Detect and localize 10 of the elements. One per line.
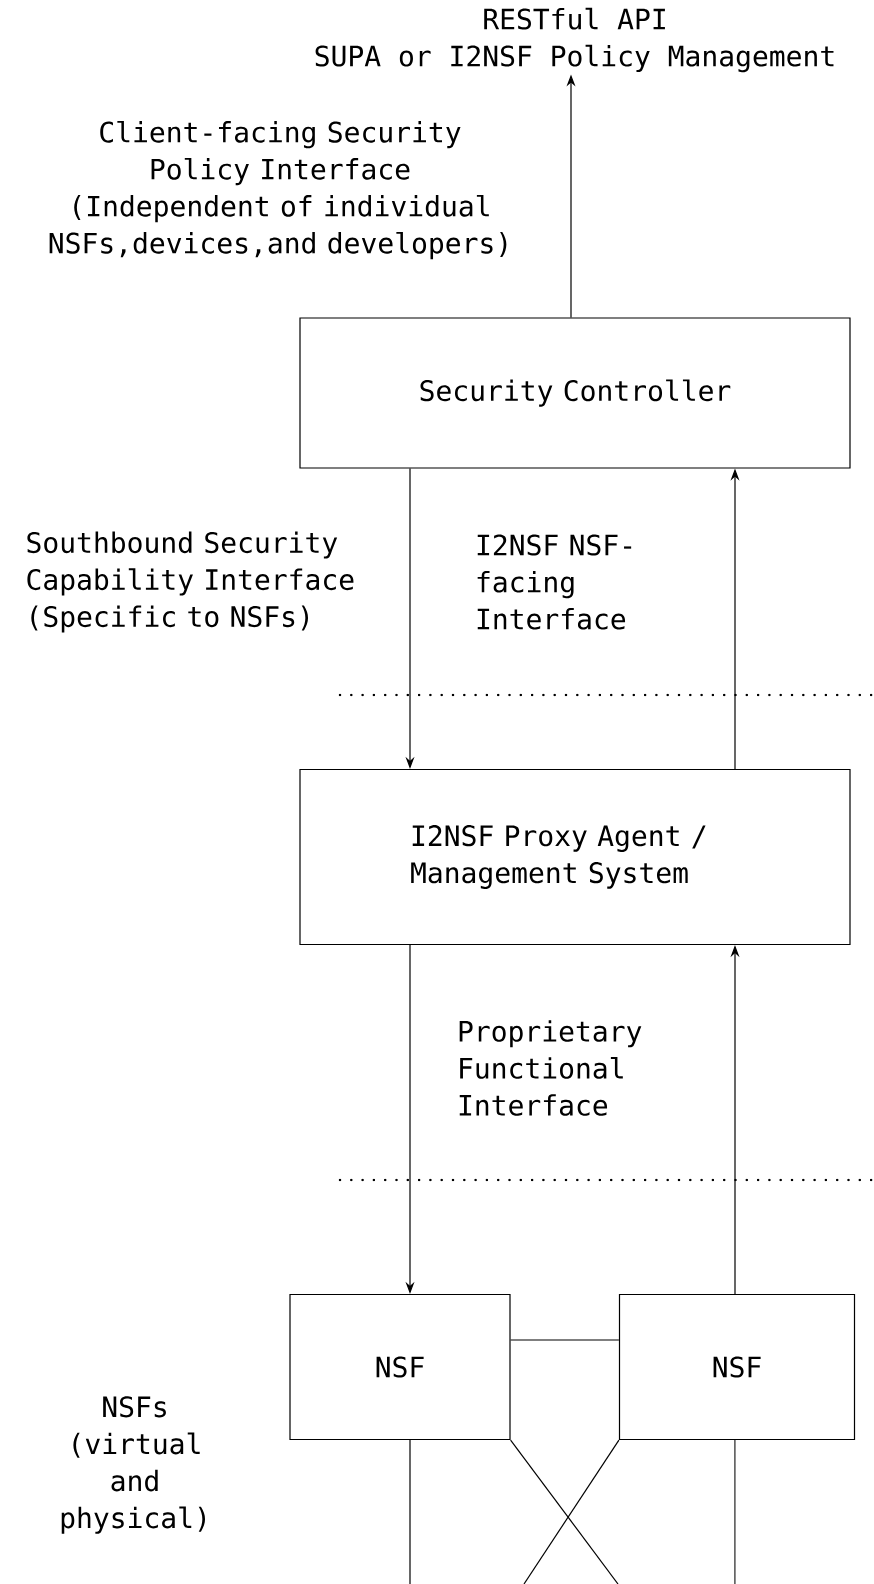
interface-label: Proprietary Functional Interface — [459, 1020, 642, 1116]
controller-box: Security Controller — [299, 317, 851, 469]
api-label: RESTful API SUPA or I2NSF Policy Management — [315, 7, 834, 73]
interface-label: I2NSF NSF-facing Interface — [477, 534, 632, 630]
nsf-box: NSF — [618, 1293, 856, 1441]
proxy-agent-box: I2NSF Proxy Agent / Management System — [299, 768, 851, 946]
interface-label: Southbound Security Capability Interface (Specific to NSFs) — [27, 531, 354, 633]
interface-label: Client-facing Security Policy Interface (Independent of individual NSFs,devices,and developers) — [49, 120, 507, 260]
nsf-group-label: NSFs (virtual and physical) — [61, 1396, 205, 1534]
nsf-box: NSF — [289, 1293, 511, 1441]
